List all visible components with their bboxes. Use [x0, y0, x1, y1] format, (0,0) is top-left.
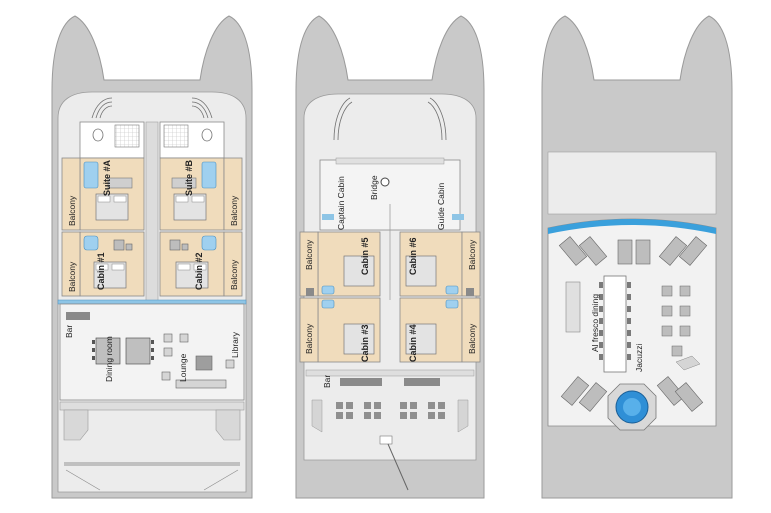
shower-icon — [114, 124, 140, 148]
library-label: Library — [230, 331, 240, 358]
lounge-label: Lounge — [178, 353, 188, 382]
balcony-cabin-1 — [61, 231, 81, 297]
cabin-6-label: Cabin #6 — [408, 237, 418, 275]
lounge-furniture — [161, 333, 235, 389]
balcony-label: Balcony — [467, 323, 477, 354]
balcony-suite-b — [223, 157, 243, 231]
sofa-icon — [107, 177, 133, 189]
toilet-icon — [201, 128, 213, 142]
bar-label: Bar — [322, 375, 332, 388]
toilet-icon — [92, 128, 104, 142]
cabin-3-label: Cabin #3 — [360, 324, 370, 362]
stairs-icon — [91, 97, 213, 119]
bed-icon — [93, 261, 127, 289]
sun-deck-plan: Al fresco dining Jacuzzi — [541, 15, 733, 499]
bed-icon — [175, 261, 209, 289]
guide-cabin-label: Guide Cabin — [436, 182, 446, 230]
balcony-cabin-3 — [299, 297, 319, 363]
stairs-icon — [333, 97, 447, 141]
bathtub-icon — [83, 161, 99, 189]
balcony-label: Balcony — [304, 239, 314, 270]
bed-icon — [95, 193, 129, 221]
balcony-label: Balcony — [67, 261, 77, 292]
sink-icon — [83, 235, 99, 251]
sun-chairs — [661, 285, 691, 357]
bed-icon — [173, 193, 207, 221]
shower-icon — [163, 124, 189, 148]
cabin-4-label: Cabin #4 — [408, 324, 418, 362]
sofa-icon — [171, 177, 197, 189]
suite-a-label: Suite #A — [102, 159, 112, 196]
bridge-label: Bridge — [369, 175, 379, 200]
sink-icon — [201, 235, 217, 251]
cabin-2-label: Cabin #2 — [194, 252, 204, 290]
bed-icon — [343, 255, 437, 355]
cabin-1-label: Cabin #1 — [96, 252, 106, 290]
table-chairs-icon — [113, 239, 189, 251]
balcony-cabin-4 — [461, 297, 481, 363]
bathtub-icon — [201, 161, 217, 189]
lower-deck-plan: Suite #A Suite #B Cabin #1 Cabin #2 Balc… — [51, 15, 253, 499]
balcony-label: Balcony — [229, 195, 239, 226]
helm-icon — [380, 177, 390, 187]
lounger-icon — [558, 236, 708, 266]
balcony-suite-a — [61, 157, 81, 231]
balcony-label: Balcony — [304, 323, 314, 354]
cabin-5-label: Cabin #5 — [360, 237, 370, 275]
dining-room-label: Dining room — [104, 336, 114, 382]
main-deck-plan: Captain Cabin Bridge Guide Cabin Cabin #… — [295, 15, 485, 499]
balcony-label: Balcony — [67, 195, 77, 226]
aft-seating — [336, 402, 445, 419]
bar-label: Bar — [64, 325, 74, 338]
dining-table-icon — [92, 337, 154, 365]
shower-icon — [321, 285, 459, 309]
captain-cabin-label: Captain Cabin — [336, 176, 346, 230]
lounger-icon — [560, 376, 704, 412]
balcony-cabin-2 — [223, 231, 243, 297]
balcony-label: Balcony — [467, 239, 477, 270]
al-fresco-dining-label: Al fresco dining — [590, 294, 600, 352]
balcony-label: Balcony — [229, 259, 239, 290]
suite-b-label: Suite #B — [184, 159, 194, 196]
table-chairs-icon — [599, 282, 631, 360]
jacuzzi-label: Jacuzzi — [634, 344, 644, 372]
